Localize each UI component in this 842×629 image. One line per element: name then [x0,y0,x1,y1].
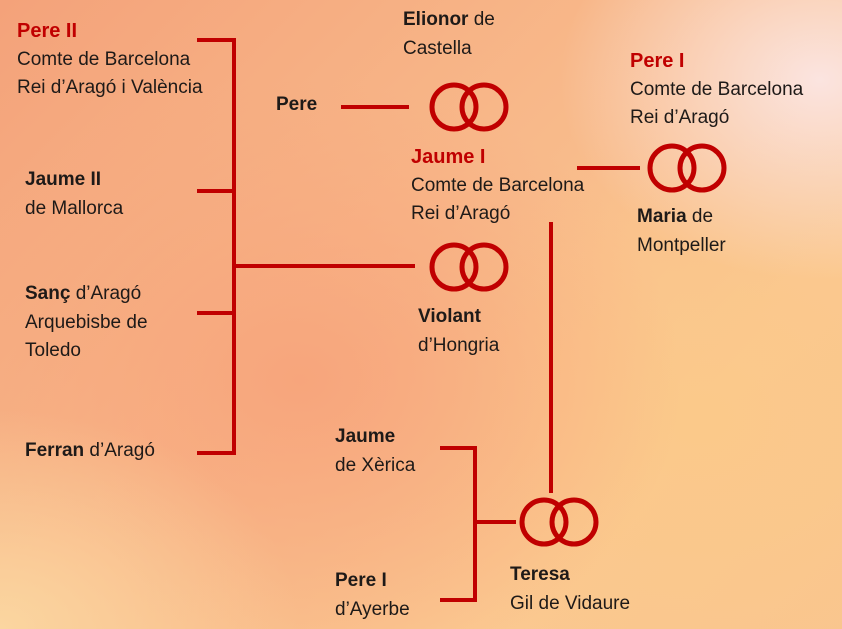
marriage-rings-icon [429,82,509,132]
connector-line [475,520,516,524]
person-title: Gil de Vidaure [510,592,631,614]
person-name: Pere [276,94,318,115]
connector-line [234,264,415,268]
person-name: Pere II [17,20,78,42]
person-jaume-i: Jaume I Comte de Barcelona Rei d’Aragó [411,143,584,229]
person-title: d’Ayerbe [335,598,410,620]
person-ferran: Ferran d’Aragó [25,437,155,466]
person-title: Castella [403,37,472,59]
person-name: Pere I [335,570,387,591]
connector-line [577,166,640,170]
person-jaume-xerica: Jaume de Xèrica [335,423,415,480]
person-name: Jaume I [411,146,486,168]
person-elionor: Elionor de Castella [403,6,495,63]
person-pere-i: Pere I Comte de Barcelona Rei d’Aragó [630,47,803,133]
connector-line [473,446,477,602]
person-name: Teresa [510,564,570,585]
person-name: Jaume II [25,169,102,190]
person-title: Comte de Barcelona [17,48,191,70]
person-title: Rei d’Aragó [411,203,511,224]
person-suffix: de [468,9,495,30]
person-suffix: de [686,206,714,227]
connector-line [197,38,234,42]
person-title: d’Hongria [418,334,500,356]
connector-line [549,222,553,493]
person-jaume-ii: Jaume II de Mallorca [25,166,123,223]
person-title: Toledo [25,340,81,361]
person-name: Pere I [630,50,685,72]
connector-line [232,38,236,455]
person-pere-ii: Pere II Comte de Barcelona Rei d’Aragó i… [17,17,203,103]
person-name: Ferran [25,440,85,461]
marriage-rings-icon [647,143,727,193]
person-teresa: Teresa Gil de Vidaure [510,561,630,618]
person-pere: Pere [276,91,317,120]
person-maria: Maria de Montpeller [637,203,726,260]
person-pere-ayerbe: Pere I d’Ayerbe [335,567,410,624]
person-title: Arquebisbe de [25,311,148,333]
connector-line [197,189,234,193]
connector-line [440,598,475,602]
person-name: Sanç [25,283,71,304]
person-name: Violant [418,306,481,327]
person-title: Comte de Barcelona [411,174,585,196]
connector-line [197,451,234,455]
marriage-rings-icon [519,497,599,547]
person-title: Rei d’Aragó [630,107,730,128]
connector-line [197,311,234,315]
person-sanc: Sanç d’Aragó Arquebisbe de Toledo [25,280,148,366]
person-suffix: d’Aragó [70,283,142,304]
person-title: Montpeller [637,234,726,256]
person-name: Maria [637,206,687,227]
person-title: de Mallorca [25,197,124,219]
person-violant: Violant d’Hongria [418,303,499,360]
person-title: Rei d’Aragó i València [17,77,203,98]
connector-line [341,105,409,109]
person-title: de Xèrica [335,454,416,476]
person-title: Comte de Barcelona [630,78,804,100]
person-name: Jaume [335,426,396,447]
person-suffix: d’Aragó [84,440,155,461]
connector-line [440,446,475,450]
person-name: Elionor [403,9,469,30]
marriage-rings-icon [429,242,509,292]
